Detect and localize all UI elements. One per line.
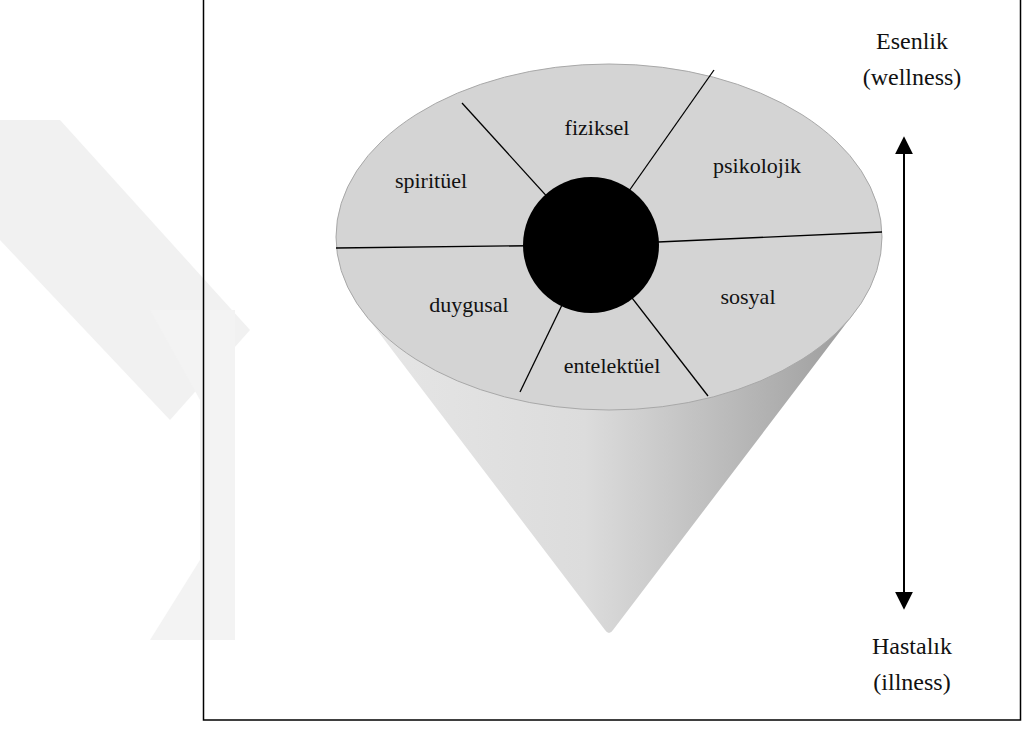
sector-label-box: spiritüel [391, 166, 471, 195]
sector-label: fiziksel [565, 115, 630, 140]
sector-label: entelektüel [564, 353, 661, 378]
axis-label: Hastalık (illness) [837, 628, 987, 700]
sector-label: spiritüel [395, 168, 467, 193]
cone-top [336, 64, 882, 410]
sector-label-box: duygusal [425, 290, 512, 319]
wellness-illness-arrow [903, 138, 905, 608]
sector-label: sosyal [721, 284, 776, 309]
center-core [523, 177, 659, 313]
frame [204, 0, 1021, 720]
sector-label: psikolojik [713, 153, 801, 178]
sector-label-box: psikolojik [709, 151, 805, 180]
sector-dividers [336, 70, 882, 396]
sector-label: duygusal [429, 292, 508, 317]
watermark-chevron [150, 310, 235, 640]
axis-label: Esenlik (wellness) [837, 23, 987, 95]
sector-label-box: sosyal [717, 282, 780, 311]
sector-label-box: entelektüel [560, 351, 665, 380]
sector-label-box: fiziksel [561, 113, 634, 142]
